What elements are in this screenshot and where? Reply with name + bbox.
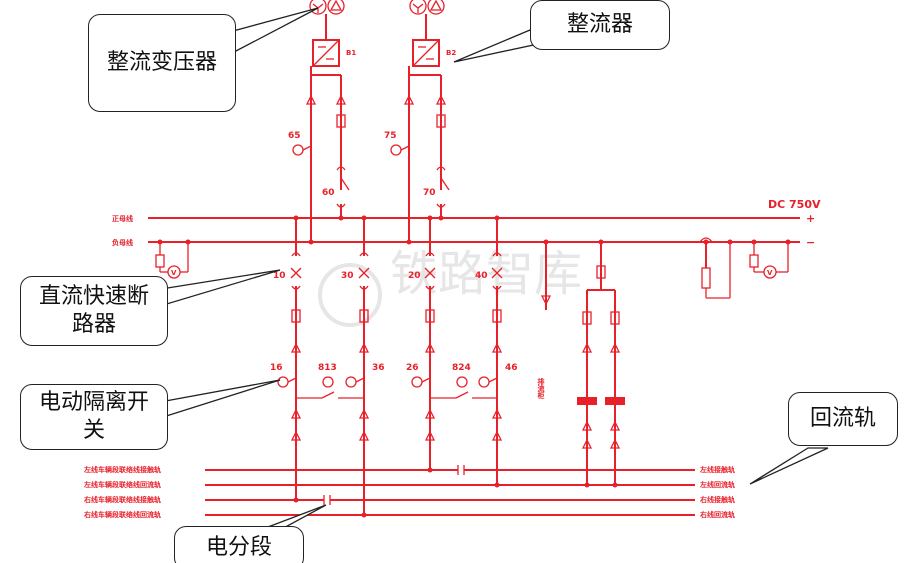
callout-return-rail: 回流轨 bbox=[788, 392, 898, 446]
rail-label-1-left: 左线车辆段联络线接触轨 bbox=[83, 465, 161, 474]
svg-text:40: 40 bbox=[475, 271, 488, 281]
svg-text:B1: B1 bbox=[346, 49, 356, 57]
svg-text:65: 65 bbox=[288, 131, 301, 141]
feeder-bay-30: 30 36 bbox=[341, 218, 385, 515]
drain-cabinet bbox=[577, 242, 625, 485]
callout-dc-breaker: 直流快速断路器 bbox=[20, 276, 168, 346]
tie-switch-813: 813 bbox=[296, 363, 364, 399]
rail-label-3-right: 右线接触轨 bbox=[699, 495, 735, 504]
feeder-bay-40: 40 46 bbox=[475, 218, 518, 485]
callout-section: 电分段 bbox=[174, 526, 304, 563]
feeder-bay-20: 20 26 bbox=[406, 218, 436, 470]
svg-text:V: V bbox=[171, 269, 177, 277]
left-voltmeter: V bbox=[155, 242, 189, 279]
svg-text:824: 824 bbox=[452, 363, 471, 373]
svg-text:排流柜: 排流柜 bbox=[537, 377, 546, 400]
plus-sign: + bbox=[806, 212, 815, 225]
svg-text:60: 60 bbox=[322, 188, 335, 198]
rail-label-4-left: 右线车辆段联络线回流轨 bbox=[83, 510, 161, 519]
voltage-label: DC 750V bbox=[768, 198, 821, 211]
svg-text:36: 36 bbox=[372, 363, 385, 373]
svg-text:75: 75 bbox=[384, 131, 397, 141]
svg-text:70: 70 bbox=[423, 188, 436, 198]
rail-label-4-right: 右线回流轨 bbox=[699, 510, 735, 519]
right-surge-arrester bbox=[699, 237, 731, 299]
negative-bus-label: 负母线 bbox=[112, 238, 133, 247]
rails bbox=[205, 465, 695, 518]
svg-text:B2: B2 bbox=[446, 49, 456, 57]
svg-text:20: 20 bbox=[408, 271, 421, 281]
callout-rectifier-transformer: 整流变压器 bbox=[88, 14, 236, 112]
rail-label-1-right: 左线接触轨 bbox=[699, 465, 735, 474]
rail-label-2-right: 左线回流轨 bbox=[699, 480, 735, 489]
bus-junctions bbox=[157, 215, 791, 245]
svg-text:813: 813 bbox=[318, 363, 337, 373]
rectifier-unit-2: B2 75 70 bbox=[384, 0, 456, 242]
rail-label-3-left: 右线车辆段联络线接触轨 bbox=[83, 495, 161, 504]
svg-text:铁路智库: 铁路智库 bbox=[390, 246, 582, 302]
rail-label-2-left: 左线车辆段联络线回流轨 bbox=[83, 480, 161, 489]
positive-bus-label: 正母线 bbox=[112, 214, 133, 223]
watermark: 铁路智库 bbox=[318, 246, 582, 327]
right-voltmeter: V bbox=[749, 242, 789, 279]
svg-text:V: V bbox=[767, 269, 773, 277]
negative-spare: 排流柜 bbox=[537, 242, 552, 400]
svg-text:26: 26 bbox=[406, 363, 419, 373]
svg-text:46: 46 bbox=[505, 363, 518, 373]
svg-text:30: 30 bbox=[341, 271, 354, 281]
callout-motor-switch: 电动隔离开关 bbox=[20, 384, 168, 450]
minus-sign: − bbox=[806, 236, 815, 249]
callout-rectifier: 整流器 bbox=[530, 0, 670, 50]
svg-text:16: 16 bbox=[270, 363, 283, 373]
svg-text:10: 10 bbox=[273, 271, 286, 281]
tie-switch-824: 824 bbox=[430, 363, 497, 399]
feeder-bay-10: 10 16 bbox=[270, 218, 302, 500]
rectifier-unit-1: B1 65 60 bbox=[288, 0, 356, 242]
